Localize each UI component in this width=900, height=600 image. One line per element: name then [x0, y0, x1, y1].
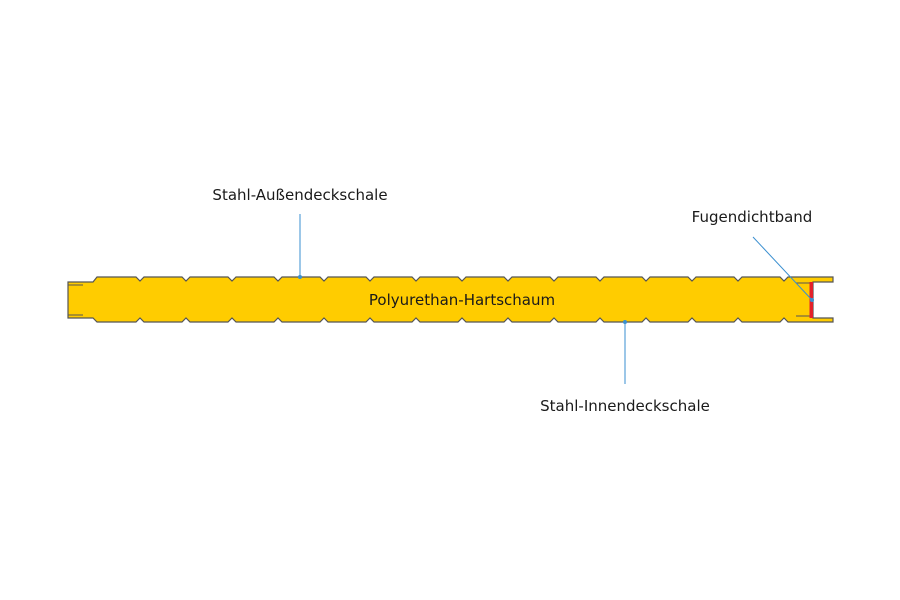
leader-dot-joint-tape [810, 298, 814, 302]
leader-joint-tape [752, 236, 813, 301]
label-outer-skin: Stahl-Außendeckschale [212, 186, 388, 204]
label-inner-skin: Stahl-Innendeckschale [540, 397, 710, 415]
leader-dot-inner-skin [623, 320, 627, 324]
label-joint-tape: Fugendichtband [691, 208, 813, 226]
leader-dot-outer-skin [298, 275, 302, 279]
label-core: Polyurethan-Hartschaum [368, 291, 556, 309]
